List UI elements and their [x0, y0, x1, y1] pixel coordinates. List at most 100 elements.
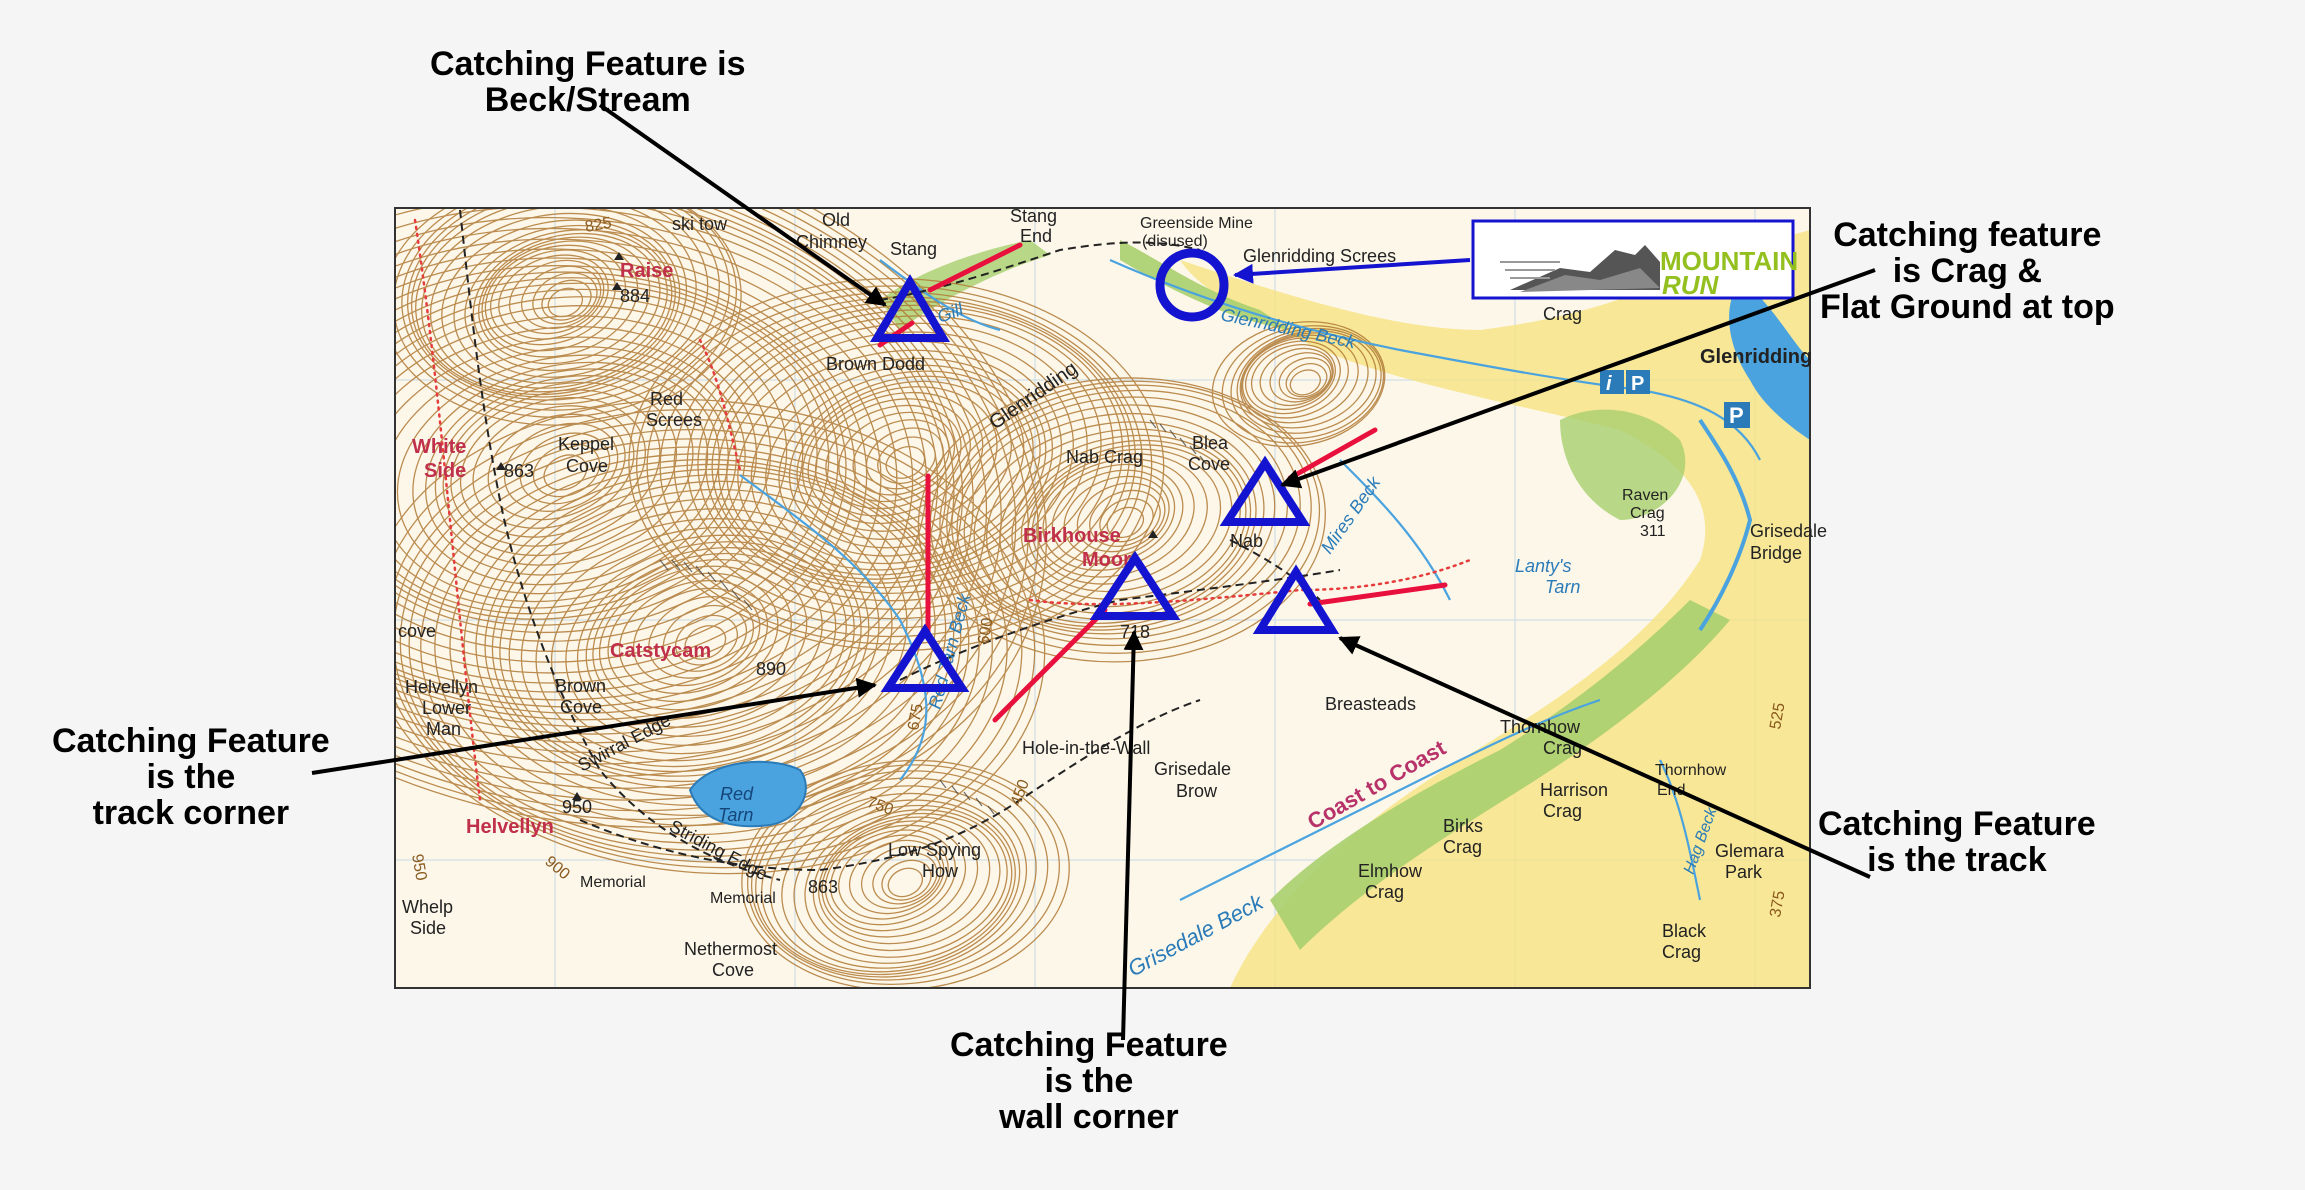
contour-line — [1020, 444, 1233, 600]
callout-crag-line-2: is Crag & — [1892, 252, 2042, 290]
contour-line — [741, 759, 1070, 988]
arrow-track-corner — [311, 677, 877, 775]
contour-line — [395, 208, 742, 426]
contour-line — [401, 208, 730, 411]
contour-line — [956, 404, 1276, 631]
label-birkhouse-2: Moor — [1082, 549, 1131, 571]
contour-line — [877, 436, 936, 484]
contour-line — [1063, 475, 1170, 559]
logo-arrow — [1233, 258, 1471, 284]
label-elmhow-1: Elmhow — [1358, 861, 1423, 881]
label-white-side-2: Side — [424, 460, 466, 482]
label-breasteads: Breasteads — [1325, 694, 1416, 714]
contour-line — [973, 421, 1257, 625]
contour-line — [395, 336, 746, 609]
contour-line — [887, 867, 924, 898]
contour-line — [395, 346, 737, 603]
contour-line — [565, 541, 847, 746]
contour-line — [829, 829, 956, 926]
contour-line — [1236, 330, 1377, 434]
callout-beck-line-2: Beck/Stream — [484, 81, 691, 119]
label-glemara-1: Glemara — [1715, 841, 1785, 861]
label-grisedale-bridge-1: Grisedale — [1750, 521, 1827, 541]
contour-line — [395, 419, 1023, 863]
contour-525: 525 — [1767, 701, 1788, 730]
contour-825: 825 — [584, 215, 613, 236]
contour-line — [395, 315, 772, 620]
label-glenridding-screes: Glenridding Screes — [1243, 246, 1396, 266]
contour-line — [737, 349, 1054, 576]
label-old-chimney-2: Chimney — [796, 232, 867, 252]
contour-line — [838, 411, 956, 503]
callout-crag-line-3: Flat Ground at top — [1820, 288, 2115, 326]
callout-wall-corner-line-1: Catching Feature — [950, 1026, 1228, 1064]
label-whelp-2: Side — [410, 918, 446, 938]
callout-beck-line-1: Catching Feature is — [430, 45, 746, 83]
contour-line — [1240, 334, 1359, 424]
label-glenridding-village: Glenridding — [1700, 346, 1812, 368]
contour-line — [395, 248, 882, 701]
contour-line — [406, 208, 720, 405]
label-thornhow-2: Crag — [1543, 738, 1582, 758]
label-red-tarn-2: Tarn — [718, 805, 753, 825]
contour-line — [395, 208, 974, 765]
contour-line — [675, 614, 738, 666]
label-helvellyn-lm-3: Man — [426, 719, 461, 739]
contour-line — [765, 364, 1041, 565]
triangle-track — [1252, 564, 1340, 634]
contour-line — [1230, 327, 1382, 440]
label-black-crag-1: Black — [1662, 921, 1707, 941]
contour-line — [442, 381, 678, 557]
contour-line — [684, 625, 727, 660]
callout-track-corner-line-3: track corner — [92, 794, 290, 832]
label-birks-1: Birks — [1443, 816, 1483, 836]
contour-line — [838, 834, 949, 920]
label-catstycam-height: 890 — [756, 659, 786, 679]
contour-line — [885, 445, 926, 479]
red-line-crag — [1287, 427, 1378, 481]
contour-line — [750, 357, 1047, 571]
label-stang-end-1: Stang — [1010, 206, 1057, 226]
callout-track: Catching Feature is the track — [1818, 806, 2096, 878]
contour-line — [543, 454, 588, 491]
callout-wall-corner-line-2: is the — [1044, 1062, 1134, 1100]
parking-icon-2 — [1724, 402, 1750, 428]
contour-line — [1106, 506, 1145, 539]
contour-line — [1259, 347, 1334, 407]
contour-line — [848, 839, 945, 915]
triangle-beck — [870, 274, 950, 342]
summit-icon — [614, 252, 624, 260]
label-red-screes-1: Red — [650, 389, 683, 409]
label-nethermost-2: Cove — [712, 960, 754, 980]
label-stang-end-2: End — [1020, 226, 1052, 246]
label-memorial-1: Memorial — [580, 874, 646, 891]
contour-line — [865, 427, 944, 490]
contour-line — [1076, 482, 1166, 553]
contour-line — [484, 244, 627, 352]
parking-letter-2: P — [1729, 403, 1744, 428]
contour-line — [821, 820, 979, 938]
contour-line — [395, 208, 1029, 812]
label-ski-tow: ski tow — [672, 214, 728, 234]
contour-line — [498, 254, 609, 340]
info-letter: i — [1606, 373, 1612, 395]
contour-line — [963, 412, 1265, 628]
contour-line — [769, 792, 1021, 973]
label-raise: Raise — [620, 260, 673, 282]
triangle-crag — [1219, 455, 1311, 526]
contour-line — [395, 208, 988, 777]
label-keppel-1: Keppel — [558, 434, 614, 454]
label-old-chimney-1: Old — [822, 210, 850, 230]
label-nab-crag: Nab Crag — [1066, 447, 1143, 467]
contour-line — [673, 300, 1131, 620]
contour-line — [607, 572, 779, 703]
contour-line — [487, 413, 626, 521]
contour-line — [1221, 325, 1385, 444]
contour-line — [535, 526, 862, 762]
contour-line — [761, 785, 1028, 976]
contour-line — [812, 812, 1001, 952]
contour-line — [726, 340, 1063, 580]
label-lantys-1: Lanty's — [1515, 556, 1571, 576]
label-cove: cove — [398, 621, 436, 641]
contour-line — [796, 380, 1012, 541]
